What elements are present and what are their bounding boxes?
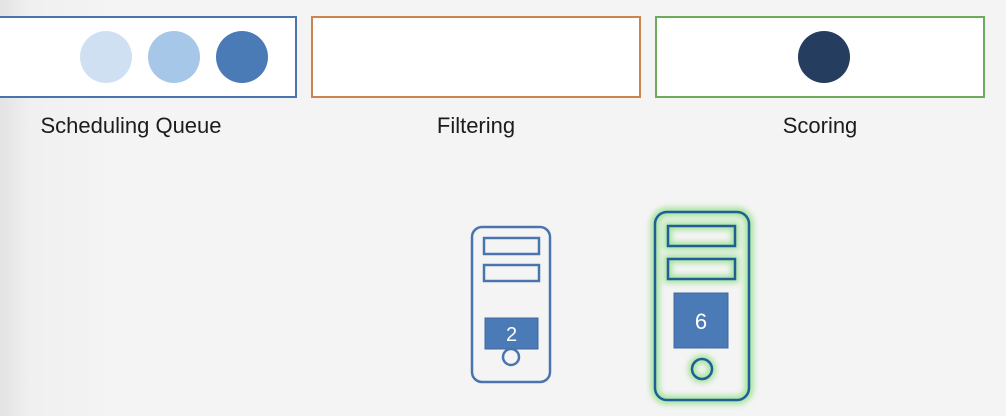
queue-pod-3 [216,31,268,83]
node-2-score: 6 [695,309,707,334]
node-1-drive-bay-2 [482,263,541,283]
node-1-score: 2 [506,324,517,346]
node-2-score-panel [673,292,729,349]
node-2-drive-bay-2 [666,257,737,281]
node-2-tower [653,210,751,402]
scheduling-queue-box [0,16,297,98]
queue-pod-2 [148,31,200,83]
node-server-1: 2 [470,225,552,384]
node-1-power-button [501,347,521,367]
scoring-pod [798,31,850,83]
node-1-drive-bay-1 [482,236,541,256]
node-2-power-button [690,357,714,381]
node-1-score-panel [484,317,539,350]
filtering-box [311,16,641,98]
queue-pod-1 [80,31,132,83]
node-2-drive-bay-1 [666,224,737,248]
node-1-tower [470,225,552,384]
node-server-2: 6 [650,207,754,405]
scheduling-queue-label: Scheduling Queue [40,113,222,138]
scoring-box [655,16,985,98]
scoring-label: Scoring [782,113,858,138]
filtering-label: Filtering [436,113,516,138]
